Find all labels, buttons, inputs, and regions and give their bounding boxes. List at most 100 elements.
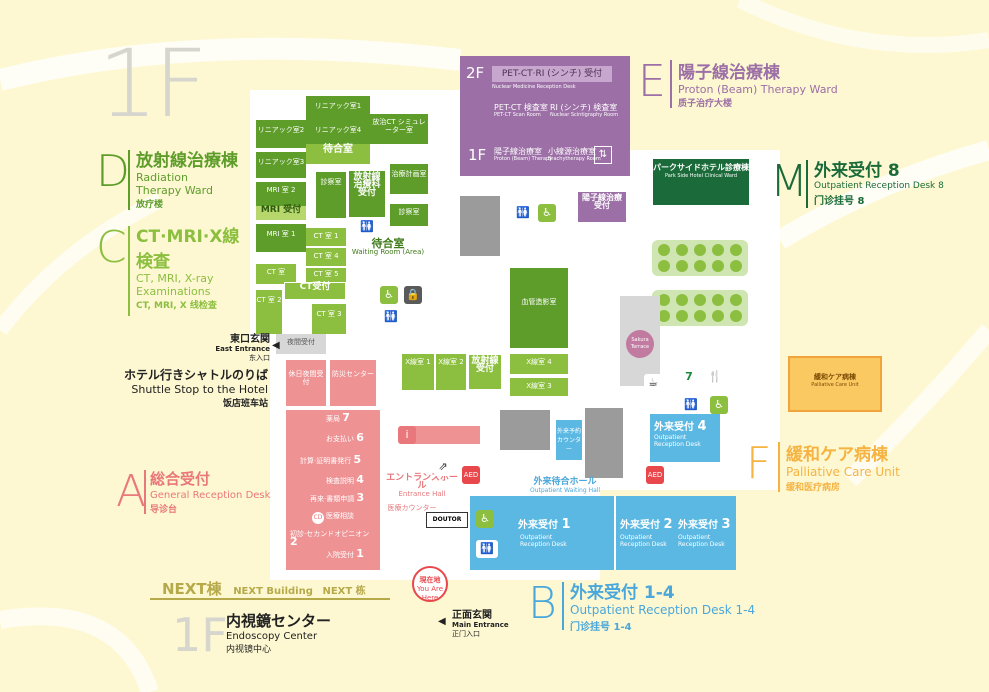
desk-1[interactable]: 外来受付 1	[518, 517, 571, 532]
section-b-letter: B	[528, 578, 557, 629]
room-pink-small	[400, 426, 480, 444]
room-xray2: X線室 2	[436, 354, 466, 390]
endoscopy-center: 内視鏡センター Endoscopy Center 内视镜中心	[226, 612, 332, 655]
floor-label: 1F	[98, 30, 208, 139]
proton-reception[interactable]: 陽子線治療受付	[578, 192, 626, 222]
room-ct2: CT 室 2	[256, 290, 282, 334]
medical-counter-label: 医療カウンター	[387, 504, 437, 512]
section-e-text: 陽子線治療棟 Proton (Beam) Therapy Ward 质子治疗大楼	[678, 63, 838, 109]
elevator-icon: ⇅	[594, 146, 612, 164]
wheelchair-icon: ♿	[476, 510, 494, 528]
section-e-line	[670, 60, 672, 108]
proton-room: 陽子線治療室	[494, 147, 542, 156]
counter-consult[interactable]: 医療相談	[326, 512, 354, 520]
xray-reception[interactable]: 放射線受付	[468, 354, 502, 390]
ct-reception[interactable]: CT受付	[284, 282, 346, 300]
main-entrance-arrow-icon: ◀	[438, 616, 446, 627]
main-entrance[interactable]: 正面玄関 Main Entrance 正门入口	[452, 610, 509, 638]
room-xray3: X線室 3	[510, 378, 568, 396]
room-ct3: CT 室 3	[312, 304, 346, 334]
section-c-line	[128, 226, 130, 316]
desk-3[interactable]: 外来受付 3	[678, 517, 731, 532]
hotel-clinic: パークサイドホテル診療棟 Park Side Hotel Clinical Wa…	[652, 158, 750, 206]
room-disaster: 防災センター	[330, 360, 376, 406]
counter-first[interactable]: 初診·セカンドオピニオン 2	[290, 530, 370, 548]
restroom-icon: 🚻	[512, 204, 534, 222]
section-e-letter: E	[638, 56, 666, 107]
cd-icon: CD	[312, 512, 324, 524]
counter-pay[interactable]: お支払い 6	[326, 431, 364, 444]
rt-reception[interactable]: 放射線治療科受付	[348, 170, 386, 218]
gray-block-1	[460, 196, 500, 256]
room-ct4: CT 室 4	[306, 248, 346, 266]
section-f-text: 緩和ケア病棟 Palliative Care Unit 缓和医疗病房	[786, 445, 900, 493]
counter-certificate[interactable]: 計算·証明書発行 5	[300, 453, 362, 466]
wheelchair-icon: ♿	[710, 396, 728, 414]
desk-2[interactable]: 外来受付 2	[620, 517, 673, 532]
shuttle-stop: ホテル行きシャトルのりば Shuttle Stop to the Hotel 饭…	[123, 368, 268, 409]
ri-room: RI (シンチ) 検査室	[550, 103, 618, 112]
room-linac4: リニアック室4	[306, 120, 370, 144]
room-ctroom: CT 室	[256, 264, 296, 284]
room-ct5: CT 室 5	[306, 268, 346, 282]
next-building-label: NEXT棟 NEXT Building NEXT 栋	[162, 580, 366, 598]
room-consult-rt: 診察室	[316, 172, 346, 218]
section-b-text: 外来受付 1-4 Outpatient Reception Desk 1-4 门…	[570, 583, 756, 633]
east-entrance[interactable]: 東口玄関 East Entrance 东入口	[215, 334, 270, 362]
section-c-text: CT·MRI·X線 検査 CT, MRI, X-ray Examinations…	[136, 227, 240, 311]
escalator-icon: ⇗	[434, 458, 452, 476]
next-floor-label: 1F	[172, 608, 228, 662]
counter-exam[interactable]: 検査説明 4	[326, 473, 364, 486]
room-angio: 血管造影室	[510, 268, 568, 348]
cafe-icon: ☕	[644, 374, 662, 392]
room-waiting-rt: 待合室	[306, 144, 370, 164]
blue-divider	[614, 496, 616, 570]
room-linac1: リニアック室1	[306, 96, 370, 120]
stairs-block	[500, 410, 550, 450]
seven-eleven-icon: 7	[680, 368, 698, 386]
wheelchair-icon: ♿	[538, 204, 556, 222]
room-linac2: リニアック室2	[256, 120, 306, 148]
proton-room-en: Proton (Beam) Therapy	[494, 156, 553, 162]
brachy-room: 小線源治療室	[548, 147, 596, 156]
night-desk[interactable]: 夜間受付	[276, 334, 326, 354]
petct-room-en: PET-CT Scan Room	[494, 112, 541, 118]
restroom-icon: 🚻	[476, 540, 498, 558]
room-consult-2: 診察室	[390, 204, 428, 226]
counter-admission[interactable]: 再来·書類申請 3	[310, 491, 365, 504]
counter-inpatient[interactable]: 入院受付 1	[326, 547, 364, 560]
room-mri2: MRI 室 2	[256, 182, 306, 206]
section-d-line	[128, 150, 130, 210]
blue-block	[470, 496, 736, 570]
garden-circles	[652, 240, 748, 326]
counter-pharmacy[interactable]: 薬局 7	[326, 411, 350, 424]
section-f-line	[778, 442, 780, 492]
room-night-reception: 休日夜間受付	[286, 360, 326, 406]
section-a-line	[144, 470, 146, 514]
room-planning: 治療計画室	[390, 164, 428, 194]
info-icon: i	[398, 426, 416, 444]
next-building-line	[150, 598, 390, 600]
palliative-block: 緩和ケア病棟 Palliative Care Unit	[788, 356, 882, 412]
brachy-room-en: Brachytherapy Room	[548, 156, 601, 162]
section-a-text: 総合受付 General Reception Desk 导诊台	[150, 470, 271, 515]
sakura-terrace: Sakura Terrace	[626, 330, 654, 358]
pre-counter[interactable]: 外来予約カウンター	[556, 420, 582, 460]
restroom-icon: 🚻	[356, 218, 378, 236]
restroom-icon: 🚻	[680, 396, 702, 414]
room-ct1: CT 室 1	[306, 228, 346, 246]
section-m-line	[806, 160, 808, 208]
pet-desk[interactable]: PET-CT·RI (シンチ) 受付	[492, 66, 612, 82]
room-sim: 放治CT シミュレーター室	[370, 114, 428, 144]
petct-room: PET-CT 検査室	[494, 103, 548, 112]
section-f-letter: F	[746, 438, 772, 489]
mri-reception[interactable]: MRI 受付	[256, 206, 306, 220]
section-m-letter: M	[770, 156, 808, 207]
